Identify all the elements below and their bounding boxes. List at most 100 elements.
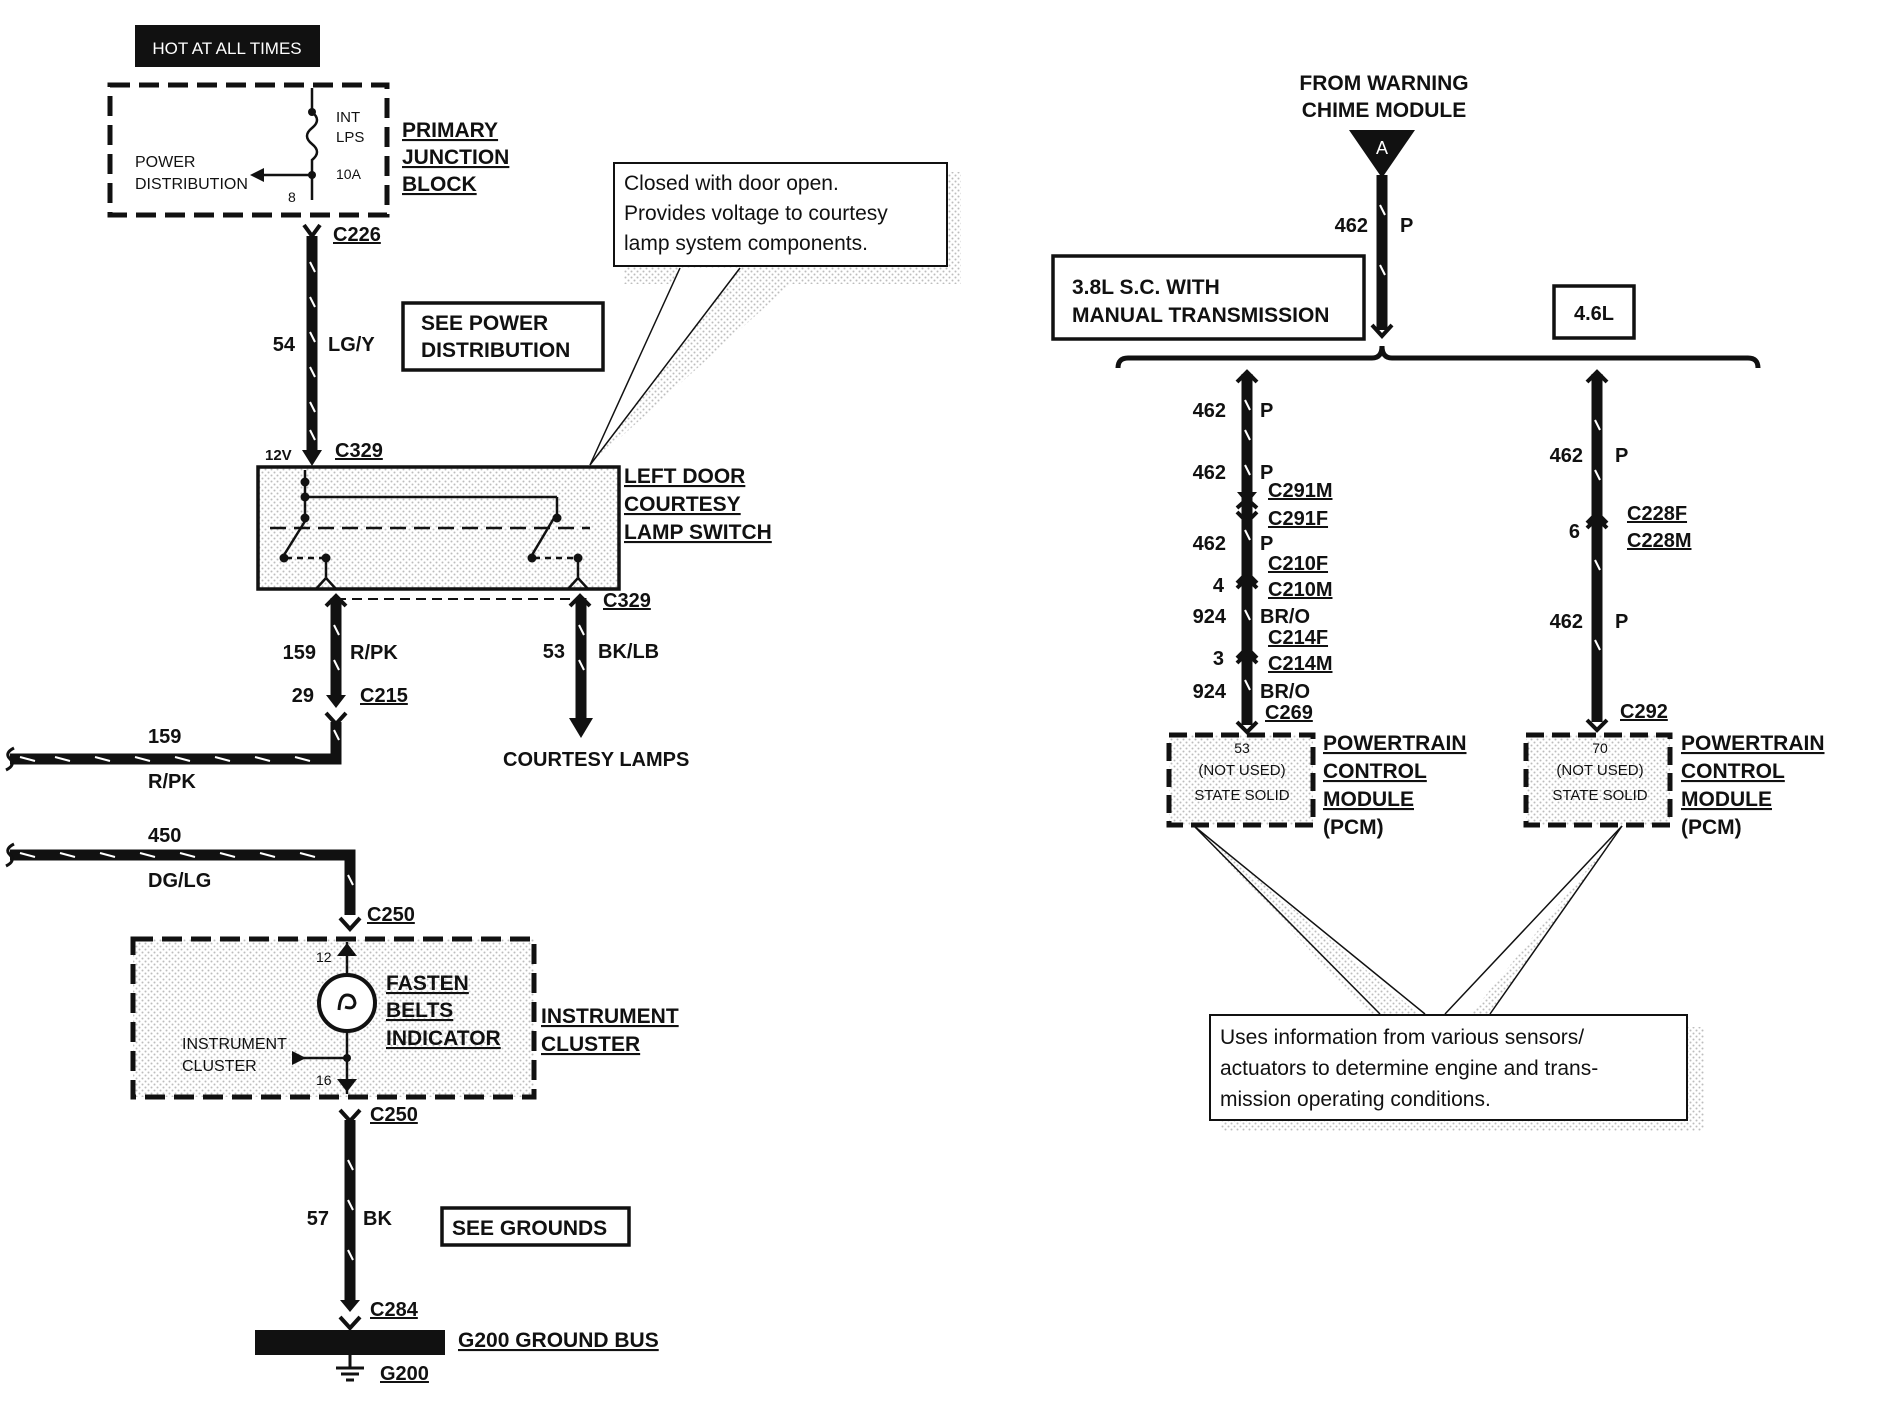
svg-text:COURTESY LAMPS: COURTESY LAMPS xyxy=(503,749,689,771)
svg-text:Uses information from various: Uses information from various sensors/ xyxy=(1220,1026,1584,1049)
svg-text:MODULE: MODULE xyxy=(1323,788,1414,811)
svg-text:4: 4 xyxy=(1213,575,1225,597)
connector-a-icon xyxy=(1349,130,1415,178)
svg-text:BK: BK xyxy=(363,1208,392,1230)
svg-text:462: 462 xyxy=(1335,215,1368,237)
svg-text:C210M: C210M xyxy=(1268,579,1332,601)
svg-text:BR/O: BR/O xyxy=(1260,606,1310,628)
svg-text:C284: C284 xyxy=(370,1299,419,1321)
right-branch-wire: 462 P 6 462 P C228F C228M C292 xyxy=(1550,369,1691,733)
svg-text:INSTRUMENT: INSTRUMENT xyxy=(541,1005,679,1028)
svg-text:P: P xyxy=(1615,611,1628,633)
svg-text:POWERTRAIN: POWERTRAIN xyxy=(1323,732,1467,755)
svg-text:3: 3 xyxy=(1213,648,1224,670)
svg-text:P: P xyxy=(1260,400,1273,422)
left-branch-wire: 462 P 462 P 462 P 4 924 BR/O 3 924 BR/O … xyxy=(1193,369,1332,735)
svg-text:INDICATOR: INDICATOR xyxy=(386,1027,501,1050)
svg-text:LAMP SWITCH: LAMP SWITCH xyxy=(624,521,772,544)
svg-text:SEE POWER: SEE POWER xyxy=(421,312,548,335)
svg-text:6: 6 xyxy=(1569,521,1580,543)
svg-text:C210F: C210F xyxy=(1268,553,1328,575)
pcm-right-box: 70 (NOT USED) STATE SOLID POWERTRAIN CON… xyxy=(1523,732,1825,839)
svg-text:A: A xyxy=(1376,138,1388,158)
svg-text:462: 462 xyxy=(1193,462,1226,484)
arrow-left-icon xyxy=(250,168,264,182)
svg-text:(NOT USED): (NOT USED) xyxy=(1556,762,1643,779)
svg-text:mission operating conditions.: mission operating conditions. xyxy=(1220,1088,1491,1111)
svg-text:924: 924 xyxy=(1193,681,1227,703)
svg-text:INT: INT xyxy=(336,109,360,126)
svg-text:10A: 10A xyxy=(336,166,362,182)
svg-text:(PCM): (PCM) xyxy=(1681,816,1742,839)
svg-text:DG/LG: DG/LG xyxy=(148,870,211,892)
svg-text:C291F: C291F xyxy=(1268,508,1328,530)
see-grounds-box: SEE GROUNDS xyxy=(440,1206,631,1247)
ground-icon xyxy=(336,1366,364,1382)
svg-text:54: 54 xyxy=(273,334,296,356)
arrow-down-icon xyxy=(302,450,322,466)
warning-chime-module-feed: FROM WARNING CHIME MODULE A 462 P xyxy=(1299,72,1469,339)
svg-text:JUNCTION: JUNCTION xyxy=(402,146,509,169)
svg-text:C269: C269 xyxy=(1265,702,1313,724)
g200-ground-bus: G200 GROUND BUS G200 xyxy=(255,1329,659,1385)
svg-text:12: 12 xyxy=(316,949,332,965)
svg-text:LEFT DOOR: LEFT DOOR xyxy=(624,465,745,488)
svg-text:462: 462 xyxy=(1193,400,1226,422)
svg-text:(PCM): (PCM) xyxy=(1323,816,1384,839)
svg-text:CLUSTER: CLUSTER xyxy=(541,1033,640,1056)
svg-text:HOT AT ALL TIMES: HOT AT ALL TIMES xyxy=(152,39,301,58)
svg-text:POWER: POWER xyxy=(135,154,195,171)
svg-text:STATE SOLID: STATE SOLID xyxy=(1552,787,1647,804)
svg-text:CONTROL: CONTROL xyxy=(1323,760,1427,783)
svg-text:70: 70 xyxy=(1592,740,1608,756)
svg-text:924: 924 xyxy=(1193,606,1227,628)
svg-text:C250: C250 xyxy=(367,904,415,926)
svg-text:LPS: LPS xyxy=(336,129,364,146)
svg-text:Provides voltage to courtesy: Provides voltage to courtesy xyxy=(624,202,888,225)
fasten-belts-lamp-icon xyxy=(317,973,377,1033)
svg-text:C329: C329 xyxy=(335,440,383,462)
svg-text:P: P xyxy=(1260,462,1273,484)
wire-54-lg-y: C226 54 LG/Y xyxy=(273,223,381,466)
left-door-courtesy-lamp-switch: 12V C329 LEFT DOOR COURTESY LAMP SWITCH xyxy=(256,440,772,591)
fuse-symbol xyxy=(305,88,319,200)
svg-text:8: 8 xyxy=(288,189,296,205)
svg-text:159: 159 xyxy=(283,642,316,664)
svg-text:G200: G200 xyxy=(380,1363,429,1385)
arrow-down-icon xyxy=(569,718,593,738)
svg-text:C292: C292 xyxy=(1620,701,1668,723)
condition-3-8l-box: 3.8L S.C. WITH MANUAL TRANSMISSION xyxy=(1051,254,1366,341)
svg-text:actuators to determine engine: actuators to determine engine and trans- xyxy=(1220,1057,1598,1080)
svg-text:G200 GROUND BUS: G200 GROUND BUS xyxy=(458,1329,659,1352)
primary-junction-block: INT LPS 10A POWER DISTRIBUTION 8 PRIMARY… xyxy=(107,82,509,218)
svg-text:BELTS: BELTS xyxy=(386,999,453,1022)
svg-text:4.6L: 4.6L xyxy=(1574,303,1614,325)
svg-text:DISTRIBUTION: DISTRIBUTION xyxy=(135,176,248,193)
svg-text:BLOCK: BLOCK xyxy=(402,173,477,196)
wire-450-dg-lg: 450 DG/LG C250 xyxy=(5,825,415,932)
svg-text:MODULE: MODULE xyxy=(1681,788,1772,811)
svg-text:450: 450 xyxy=(148,825,181,847)
svg-text:MANUAL TRANSMISSION: MANUAL TRANSMISSION xyxy=(1072,304,1329,327)
svg-text:STATE SOLID: STATE SOLID xyxy=(1194,787,1289,804)
svg-text:12V: 12V xyxy=(265,447,292,464)
svg-text:C214M: C214M xyxy=(1268,653,1332,675)
svg-text:COURTESY: COURTESY xyxy=(624,493,741,516)
svg-text:POWERTRAIN: POWERTRAIN xyxy=(1681,732,1825,755)
svg-text:C291M: C291M xyxy=(1268,480,1332,502)
condition-4-6l-box: 4.6L xyxy=(1552,284,1636,340)
pcm-left-box: 53 (NOT USED) STATE SOLID POWERTRAIN CON… xyxy=(1166,732,1467,839)
svg-text:LG/Y: LG/Y xyxy=(328,334,375,356)
svg-text:29: 29 xyxy=(292,685,314,707)
svg-text:P: P xyxy=(1400,215,1413,237)
svg-text:R/PK: R/PK xyxy=(350,642,398,664)
svg-text:R/PK: R/PK xyxy=(148,771,196,793)
svg-text:CHIME MODULE: CHIME MODULE xyxy=(1302,99,1467,122)
svg-text:C228F: C228F xyxy=(1627,503,1687,525)
svg-text:462: 462 xyxy=(1550,445,1583,467)
svg-text:C329: C329 xyxy=(603,590,651,612)
svg-text:P: P xyxy=(1260,533,1273,555)
instrument-cluster: 12 16 FASTEN BELTS INDICATOR INSTRUMENT … xyxy=(130,936,679,1100)
see-power-distribution-box: SEE POWER DISTRIBUTION xyxy=(401,301,605,372)
door-switch-callout: Closed with door open. Provides voltage … xyxy=(589,162,961,466)
